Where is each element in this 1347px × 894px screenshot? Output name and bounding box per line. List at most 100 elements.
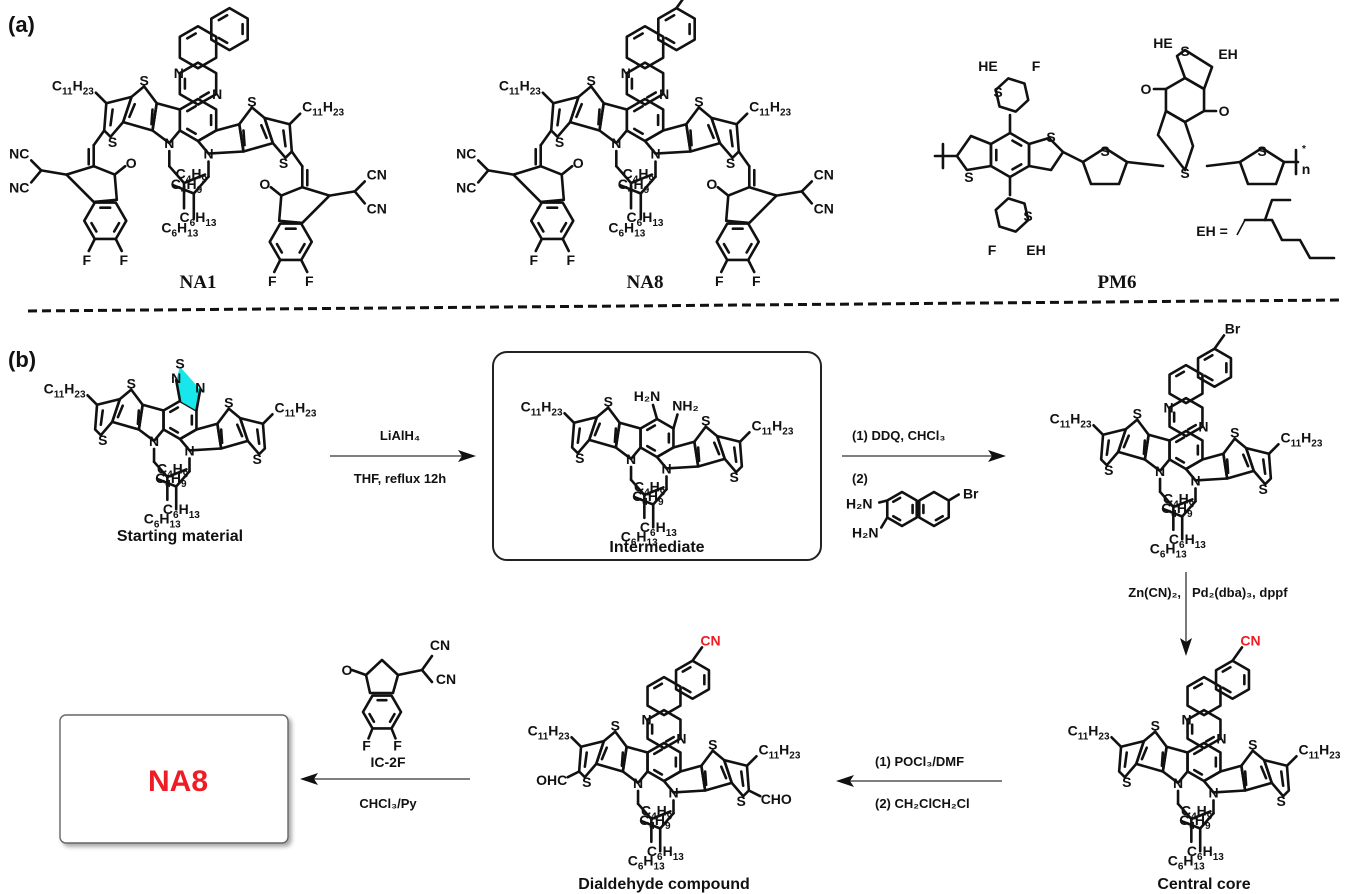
- cyano-label: CN: [367, 200, 387, 216]
- double-bond: [109, 108, 114, 127]
- side-thiophene-ring: [994, 77, 1030, 113]
- bond: [672, 413, 679, 430]
- nitrogen-label: N: [633, 775, 643, 791]
- step3-reagent-1: Zn(CN)₂,: [1128, 585, 1181, 600]
- double-bond: [116, 404, 124, 419]
- bond: [691, 646, 704, 663]
- bond: [174, 469, 191, 488]
- pyrrole-ring: [196, 122, 245, 155]
- bond: [87, 237, 97, 253]
- final-product-box: [59, 714, 289, 844]
- c6h13-label: C6H13: [1169, 531, 1206, 551]
- pyrazine-ring: [1186, 708, 1222, 750]
- nitrogen-label: N: [1190, 472, 1200, 488]
- cyano-label: NC: [9, 145, 29, 161]
- bond: [534, 237, 544, 253]
- bond: [747, 789, 762, 798]
- bond: [174, 378, 182, 403]
- double-bond: [537, 221, 545, 233]
- compound-name-pm6: PM6: [1097, 272, 1136, 293]
- substituent-label: Br: [1225, 320, 1241, 336]
- sulfur-label: S: [1023, 208, 1032, 224]
- thiophene-ring: [1027, 136, 1065, 172]
- bond: [539, 129, 553, 147]
- nitrogen-label: N: [195, 380, 205, 396]
- double-bond: [689, 129, 693, 147]
- double-bond: [90, 221, 98, 233]
- fluorine-label: F: [1032, 58, 1041, 74]
- bond: [629, 478, 646, 497]
- double-bond: [1260, 765, 1268, 780]
- double-bond: [664, 735, 676, 743]
- bond: [800, 180, 814, 193]
- sulfur-label: S: [586, 72, 595, 88]
- sulfur-label: S: [555, 134, 564, 150]
- c11h23-label: C11H23: [302, 99, 344, 119]
- bond: [269, 185, 283, 197]
- bond: [1267, 442, 1280, 456]
- double-bond: [282, 129, 287, 148]
- bond: [290, 150, 304, 168]
- pyrrole-ring: [1161, 745, 1189, 785]
- sulfur-label: S: [611, 718, 620, 734]
- c11h23-label: C11H23: [1298, 741, 1340, 761]
- bond: [92, 129, 106, 147]
- oxygen-label: O: [342, 662, 353, 678]
- fused-ring: [1186, 675, 1222, 717]
- step4-reagent-1: (1) POCl₃/DMF: [875, 754, 964, 769]
- terminal-benzene-ring: [210, 6, 249, 52]
- step1-reagent: LiAlH₄: [380, 428, 420, 443]
- double-bond: [645, 424, 657, 432]
- bond: [390, 727, 397, 740]
- double-bond: [597, 108, 601, 126]
- sulfur-label: S: [108, 134, 117, 150]
- compound-name-na1: NA1: [180, 272, 217, 293]
- pyrrole-ring: [655, 440, 700, 470]
- double-bond: [1011, 139, 1023, 147]
- sulfur-label: S: [726, 155, 735, 171]
- cyano-label: CN: [430, 637, 450, 653]
- sulfur-label: S: [575, 450, 584, 466]
- double-bond: [255, 428, 261, 446]
- fused-ring: [178, 24, 218, 70]
- nitrogen-label: N: [661, 460, 671, 476]
- bond: [113, 164, 127, 176]
- fluorine-label: F: [752, 273, 761, 289]
- fused-ring: [1168, 363, 1204, 405]
- bond: [171, 183, 196, 195]
- thiophene-ring: [955, 134, 993, 172]
- bond: [1231, 646, 1244, 663]
- double-bond: [1186, 423, 1198, 431]
- nitrogen-label: N: [668, 784, 678, 800]
- c11h23-label: C11H23: [52, 78, 94, 98]
- bond: [650, 810, 672, 821]
- nitrogen-label: N: [611, 135, 621, 151]
- reaction-arrow-step1: [330, 450, 476, 462]
- nitrogen-label: N: [171, 370, 181, 386]
- thiophene-ring: [93, 397, 122, 437]
- double-bond: [168, 406, 180, 414]
- fluorine-label: F: [529, 252, 538, 268]
- double-bond: [150, 108, 154, 126]
- sulfur-label: S: [694, 93, 703, 109]
- oxygen-label: O: [259, 176, 270, 192]
- bond: [636, 802, 653, 821]
- thiophene-ring: [102, 95, 133, 139]
- nitrogen-label: N: [1173, 775, 1183, 791]
- bond: [632, 495, 655, 506]
- nitrogen-label: N: [1208, 784, 1218, 800]
- bond: [563, 411, 576, 425]
- nitrogen-label: N: [676, 731, 686, 747]
- fused-ring: [646, 675, 682, 717]
- double-bond: [275, 242, 284, 254]
- nitrogen-label: N: [1163, 400, 1173, 416]
- bond: [1172, 498, 1194, 509]
- sulfur-label: S: [1180, 43, 1189, 59]
- double-bond: [1221, 665, 1232, 673]
- sulfur-label: S: [701, 413, 710, 429]
- fused-ring: [625, 24, 665, 70]
- c11h23-label: C11H23: [1050, 410, 1092, 430]
- step1-conditions: THF, reflux 12h: [354, 471, 447, 486]
